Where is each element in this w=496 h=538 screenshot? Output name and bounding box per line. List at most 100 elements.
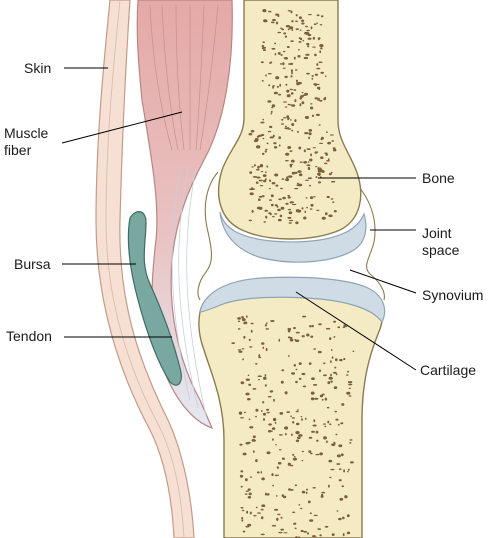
bone-pore xyxy=(288,63,292,65)
bone-pore xyxy=(279,214,283,218)
bone-pore xyxy=(282,62,285,66)
bone-pore xyxy=(265,347,268,352)
bone-pore xyxy=(308,362,312,365)
bone-pore xyxy=(294,527,297,530)
bone-pore xyxy=(298,37,302,40)
bone-pore xyxy=(341,485,345,488)
bone-pore xyxy=(289,104,292,106)
bone-pore xyxy=(313,23,317,26)
bone-pore xyxy=(350,461,354,464)
bone-pore xyxy=(323,362,326,365)
bone-pore xyxy=(331,443,336,446)
bone-pore xyxy=(273,142,277,145)
bone-pore xyxy=(326,195,330,199)
bone-pore xyxy=(292,421,295,424)
bone-pore xyxy=(272,417,277,422)
bone-pore xyxy=(331,356,334,359)
bone-pore xyxy=(324,162,328,165)
bone-pore xyxy=(265,328,270,330)
bone-pore xyxy=(306,206,308,209)
label-skin: Skin xyxy=(24,60,52,76)
bone-pore xyxy=(279,83,282,87)
bone-pore xyxy=(320,15,324,18)
bone-pore xyxy=(336,463,341,465)
bone-pore xyxy=(312,196,316,198)
bone-pore xyxy=(312,424,317,427)
bone-pore xyxy=(264,150,267,153)
bone-pore xyxy=(295,14,298,17)
bone-pore xyxy=(276,517,279,521)
bone-pore xyxy=(307,14,312,16)
bone-pore xyxy=(265,322,268,324)
bone-pore xyxy=(258,354,261,358)
bone-pore xyxy=(307,177,312,180)
bone-pore xyxy=(247,523,252,527)
bone-pore xyxy=(283,101,287,103)
bone-pore xyxy=(241,316,244,319)
bone-pore xyxy=(324,152,328,154)
bone-pore xyxy=(298,49,300,51)
bone-pore xyxy=(310,335,314,338)
bone-pore xyxy=(336,510,339,512)
bone-pore xyxy=(294,171,298,174)
synovium-capsule xyxy=(197,171,219,301)
bone-pore xyxy=(301,207,304,210)
bone-pore xyxy=(295,431,300,435)
bone-pore xyxy=(316,67,321,70)
bone-pore xyxy=(253,164,256,167)
bone-pore xyxy=(252,435,256,439)
bone-pore xyxy=(242,358,244,361)
bone-pore xyxy=(303,161,308,164)
bone-pore xyxy=(278,531,283,534)
bone-pore xyxy=(344,495,348,499)
bone-pore xyxy=(309,512,312,515)
label-bursa: Bursa xyxy=(14,256,51,272)
bone-pore xyxy=(249,188,252,191)
bone-pore xyxy=(277,208,281,212)
bone-pore xyxy=(310,452,313,455)
bone-pore xyxy=(247,374,250,377)
bone-pore xyxy=(324,525,329,528)
bone-pore xyxy=(287,28,290,31)
bone-pore xyxy=(259,164,264,168)
bone-pore xyxy=(317,167,320,170)
bone-pore xyxy=(288,211,293,215)
bone-pore xyxy=(257,375,262,378)
bone-pore xyxy=(270,194,274,198)
bone-pore xyxy=(271,47,276,50)
bone-pore xyxy=(318,173,321,177)
bone-pore xyxy=(320,156,324,159)
bone-pore xyxy=(298,173,303,177)
bone-pore xyxy=(320,47,323,50)
bone-pore xyxy=(261,79,264,82)
bone-pore xyxy=(291,129,294,132)
bone-pore xyxy=(321,170,325,173)
bone-pore xyxy=(291,171,295,175)
bone-pore xyxy=(280,528,285,531)
bone-pore xyxy=(346,531,351,535)
bone-pore xyxy=(275,184,279,187)
bone-pore xyxy=(264,384,267,387)
bone-pore xyxy=(287,196,291,199)
bone-pore xyxy=(287,195,291,197)
bone-pore xyxy=(249,171,253,174)
bone-pore xyxy=(320,136,324,140)
bone-pore xyxy=(337,423,340,426)
bone-pore xyxy=(303,56,309,60)
bone-pore xyxy=(290,336,293,340)
bone-pore xyxy=(240,485,243,488)
bone-pore xyxy=(329,337,332,340)
bone-pore xyxy=(315,453,320,456)
bone-pore xyxy=(240,381,245,385)
bone-pore xyxy=(341,403,345,406)
bone-pore xyxy=(261,504,266,508)
bone-pore xyxy=(294,339,297,341)
bone-pore xyxy=(281,28,285,31)
bone-pore xyxy=(327,141,331,145)
bone-pore xyxy=(335,433,338,436)
bone-pore xyxy=(313,419,316,423)
bone-pore xyxy=(251,210,254,213)
bone-pore xyxy=(294,187,299,190)
bone-pore xyxy=(333,336,336,338)
bone-pore xyxy=(287,330,291,333)
